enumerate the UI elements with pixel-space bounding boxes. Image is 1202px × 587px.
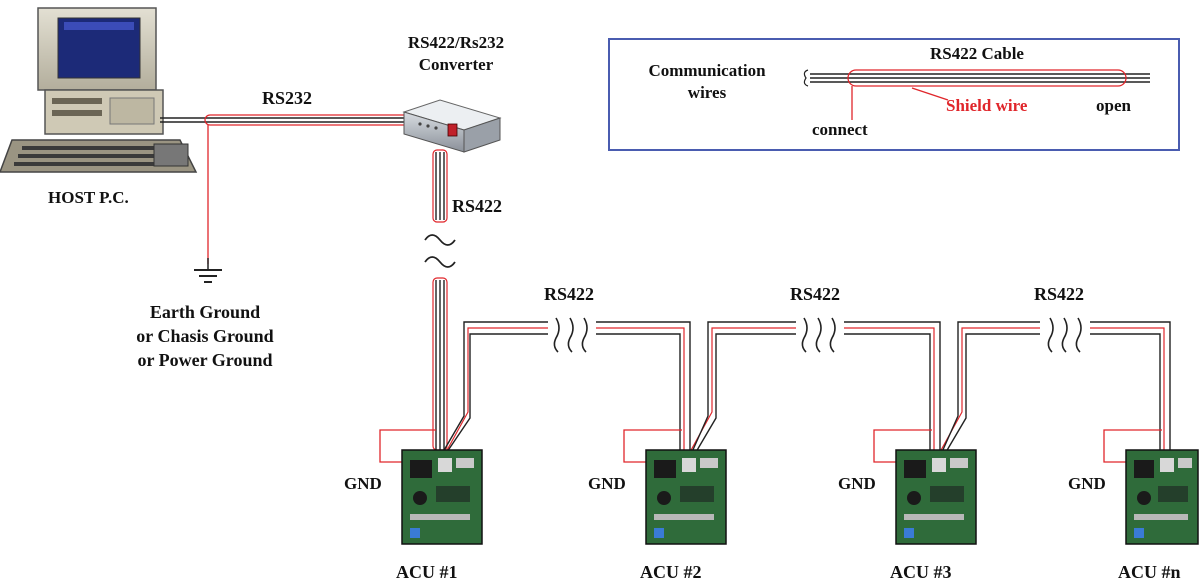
host-pc-icon bbox=[0, 8, 196, 172]
converter-title-line2: Converter bbox=[376, 54, 536, 76]
acu-n-gnd-label: GND bbox=[1068, 474, 1106, 494]
legend-connect-label: connect bbox=[812, 120, 868, 140]
rs422-main-cable bbox=[425, 150, 455, 452]
legend-comm-line1: Communication bbox=[622, 60, 792, 82]
rs422-main-label: RS422 bbox=[452, 196, 502, 217]
rs232-label: RS232 bbox=[262, 88, 312, 109]
acu-2-label: ACU #2 bbox=[640, 562, 702, 583]
host-pc-label: HOST P.C. bbox=[48, 188, 129, 208]
acu-board-1 bbox=[402, 450, 482, 544]
rs422-link-label-3: RS422 bbox=[1034, 284, 1084, 305]
acu-board-n bbox=[1126, 450, 1198, 544]
acu-3-gnd-label: GND bbox=[838, 474, 876, 494]
converter-title-line1: RS422/Rs232 bbox=[376, 32, 536, 54]
acu-2-gnd-label: GND bbox=[588, 474, 626, 494]
acu-1-label: ACU #1 bbox=[396, 562, 458, 583]
converter-label: RS422/Rs232 Converter bbox=[376, 32, 536, 76]
rs422-link-1-2 bbox=[443, 318, 690, 452]
ground-label: Earth Ground or Chasis Ground or Power G… bbox=[100, 300, 310, 372]
acu-n-label: ACU #n bbox=[1118, 562, 1181, 583]
ground-line1: Earth Ground bbox=[100, 300, 310, 324]
acu-3-label: ACU #3 bbox=[890, 562, 952, 583]
ground-line2: or Chasis Ground bbox=[100, 324, 310, 348]
acu-1-gnd-label: GND bbox=[344, 474, 382, 494]
legend-comm-line2: wires bbox=[622, 82, 792, 104]
rs232-cable bbox=[160, 115, 415, 125]
acu-board-3 bbox=[896, 450, 976, 544]
legend-shield-label: Shield wire bbox=[946, 96, 1027, 116]
rs422-link-label-2: RS422 bbox=[790, 284, 840, 305]
earth-ground-icon bbox=[194, 270, 222, 282]
acu-board-2 bbox=[646, 450, 726, 544]
rs422-link-2-3 bbox=[690, 318, 940, 452]
ground-line3: or Power Ground bbox=[100, 348, 310, 372]
rs422-link-label-1: RS422 bbox=[544, 284, 594, 305]
converter-icon bbox=[404, 100, 500, 152]
legend-open-label: open bbox=[1096, 96, 1131, 116]
legend-title: RS422 Cable bbox=[930, 44, 1024, 64]
legend-communication-label: Communication wires bbox=[622, 60, 792, 104]
rs422-link-3-n bbox=[940, 318, 1170, 452]
